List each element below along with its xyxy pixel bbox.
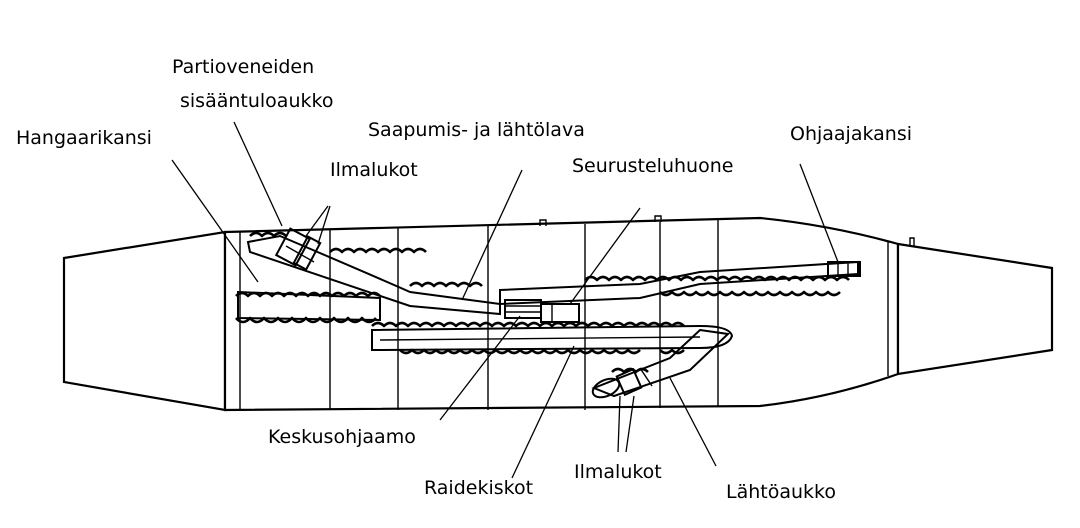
label-lahtoaukko: Lähtöaukko — [726, 481, 836, 503]
callout-labels: Partioveneiden sisääntuloaukko Hangaarik… — [16, 56, 912, 503]
label-raidekiskot: Raidekiskot — [424, 477, 533, 499]
hull — [62, 215, 1054, 412]
airlock-upper — [274, 227, 322, 271]
central-block — [504, 299, 580, 323]
interior-decks — [235, 227, 861, 399]
label-ilmalukot-bottom: Ilmalukot — [574, 461, 662, 483]
label-ilmalukot-top: Ilmalukot — [330, 159, 418, 181]
departure-tube — [591, 328, 731, 399]
label-keskusohjaamo: Keskusohjaamo — [268, 426, 416, 448]
right-nose-cone — [896, 242, 1054, 376]
hangar-deck — [235, 290, 381, 324]
label-saapumis-ja-lahtolava: Saapumis- ja lähtölava — [368, 119, 585, 141]
label-ohjaajakansi: Ohjaajakansi — [790, 123, 912, 145]
left-nose-cone — [62, 230, 227, 412]
rail-deck — [371, 321, 734, 355]
label-seurusteluhuone: Seurusteluhuone — [572, 155, 733, 177]
hull-section-rings — [224, 220, 899, 410]
label-hangaarikansi: Hangaarikansi — [16, 127, 152, 149]
pilot-deck-corridor — [499, 260, 861, 306]
label-partioveneiden: Partioveneiden — [172, 56, 314, 78]
leader-lines — [171, 121, 839, 479]
main-hull-body — [223, 216, 900, 412]
label-sisaantuloaukko: sisääntuloaukko — [180, 90, 333, 112]
patrol-entry-tube — [246, 231, 501, 316]
